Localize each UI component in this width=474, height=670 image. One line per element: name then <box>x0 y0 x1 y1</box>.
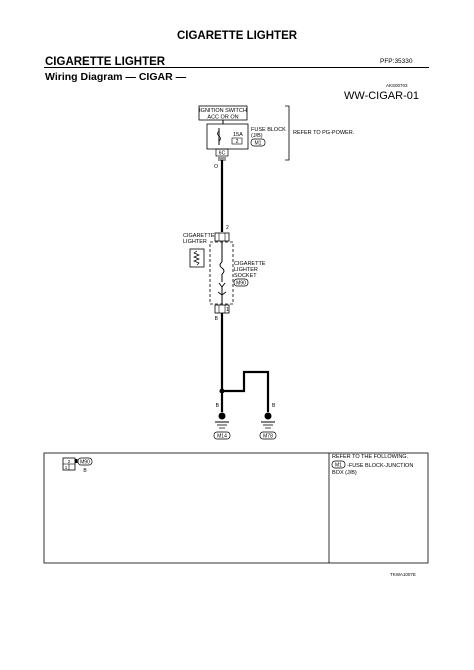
diagram-subtitle: Wiring Diagram — CIGAR — <box>45 71 187 83</box>
fuse-block-label-1: FUSE BLOCK <box>251 127 286 133</box>
legend-pin-top: 2 <box>68 459 71 464</box>
wire-color-top: O <box>214 164 218 170</box>
document-id: AKS00703 <box>386 83 408 88</box>
socket-label-1: CIGARETTE <box>234 261 266 267</box>
socket-label-2: LIGHTER <box>234 267 258 273</box>
socket-terminal-top: 2 <box>226 225 229 231</box>
ground-right: M78 <box>259 412 277 440</box>
ignition-switch: IGNITION SWITCH ACC OR ON <box>198 105 248 121</box>
fuse-amperage: 15A <box>233 132 243 138</box>
diagram-id: WW-CIGAR-01 <box>344 90 419 102</box>
refer-pg-power: REFER TO PG-POWER. <box>293 130 355 136</box>
legend-connector-id: M90 <box>80 460 90 466</box>
wire-color-right: B <box>272 403 276 409</box>
footer-code: TKWA1007E <box>390 572 416 577</box>
page-title: CIGARETTE LIGHTER <box>176 30 298 42</box>
ground-right-label: M78 <box>263 434 273 440</box>
legend-pin-bottom: 1 <box>65 465 68 470</box>
fuse-icon <box>217 130 221 142</box>
legend-connector-color: B <box>83 468 87 474</box>
section-title: CIGARETTE LIGHTER <box>45 56 166 68</box>
header-divider <box>44 67 429 68</box>
socket-label-3: SOCKET <box>234 273 257 279</box>
wire-color-mid: B <box>215 316 219 322</box>
wire-color-left: B <box>216 403 220 409</box>
ignition-switch-label-1: IGNITION SWITCH <box>199 108 247 114</box>
socket-terminal-bottom: 1 <box>226 307 229 313</box>
fuse-number: 2 <box>236 139 239 145</box>
lighter-element-icon <box>189 248 205 268</box>
legend-ref-connector: M1 <box>335 463 342 469</box>
socket-connector-top <box>214 232 230 242</box>
fuse-terminal-label: 6C <box>219 151 226 157</box>
legend-refer-following: REFER TO THE FOLLOWING. <box>332 454 409 460</box>
fuse-block-connector: M1 <box>255 141 262 147</box>
ground-left: M14 <box>213 412 231 440</box>
ground-left-label: M14 <box>217 434 227 440</box>
legend-ref-text-2: BOX (J/B) <box>332 470 357 476</box>
lighter-label-2: LIGHTER <box>183 239 207 245</box>
connector-face-icon: 2 1 <box>62 457 78 471</box>
socket-connector-bottom: 1 <box>214 304 230 314</box>
socket-connector-id: M90 <box>236 281 246 287</box>
pfp-code: PFP:35330 <box>380 58 413 65</box>
wire-black-branch <box>222 370 270 412</box>
legend-box: 2 1 M90 B REFER TO THE FOLLOWING. M1 -FU… <box>43 452 429 564</box>
ignition-switch-label-2: ACC OR ON <box>207 115 238 121</box>
refer-bracket <box>285 105 290 161</box>
lighter-label-1: CIGARETTE <box>183 233 215 239</box>
fuse-terminal: 6C <box>215 148 229 161</box>
fuse-block-label-2: (J/B) <box>251 133 263 139</box>
legend-ref-text-1: -FUSE BLOCK-JUNCTION <box>347 463 413 469</box>
cigarette-lighter-socket: CIGARETTE LIGHTER SOCKET M90 <box>209 241 266 305</box>
